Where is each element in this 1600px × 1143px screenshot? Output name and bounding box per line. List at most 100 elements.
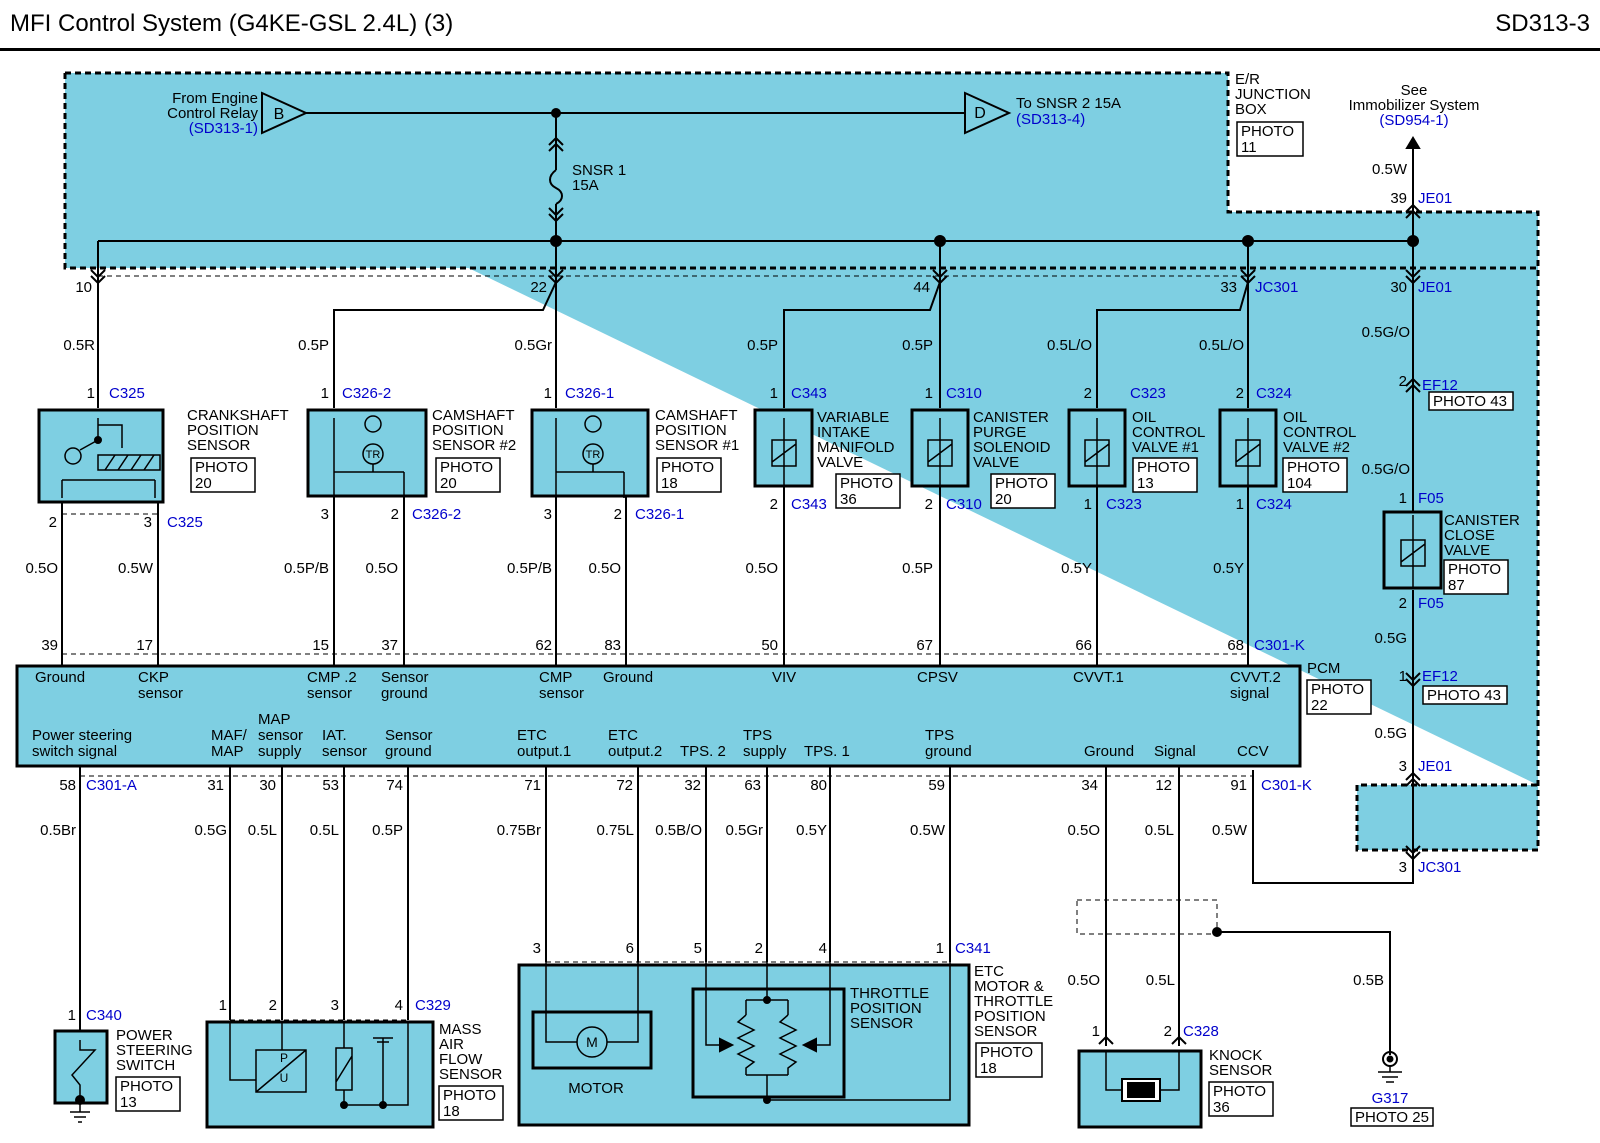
diagram-label: Power steering — [32, 727, 132, 744]
photo-reference: PHOTO 43 — [1422, 685, 1508, 705]
photo-label: PHOTO — [1448, 561, 1501, 578]
diagram-label: (SD313-1) — [189, 120, 258, 137]
diagram-label: 0.5Gr — [725, 822, 763, 839]
diagram-label: VALVE — [973, 454, 1019, 471]
diagram-label: 6 — [626, 940, 634, 957]
diagram-label: C310 — [946, 385, 982, 402]
diagram-label: 58 — [59, 777, 76, 794]
diagram-label: 2 — [1164, 1023, 1172, 1040]
diagram-label: MAP — [258, 711, 291, 728]
photo-number: 13 — [1137, 475, 1154, 492]
diagram-label: 0.5O — [1067, 822, 1100, 839]
diagram-label: signal — [1230, 685, 1269, 702]
diagram-label: C310 — [946, 496, 982, 513]
diagram-label: output.2 — [608, 743, 662, 760]
diagram-label: P — [280, 1051, 288, 1065]
diagram-label: supply — [258, 743, 302, 760]
photo-label: PHOTO — [443, 1087, 496, 1104]
diagram-label: Ground — [603, 669, 653, 686]
diagram-label: 31 — [207, 777, 224, 794]
diagram-label: VALVE #1 — [1132, 439, 1199, 456]
diagram-label: CAMSHAFT — [655, 407, 738, 424]
diagram-label: 15 — [312, 637, 329, 654]
diagram-label: 0.5O — [745, 560, 778, 577]
photo-label: PHOTO — [1287, 459, 1340, 476]
diagram-label: 2 — [925, 496, 933, 513]
diagram-label: EF12 — [1422, 377, 1458, 394]
diagram-label: BOX — [1235, 101, 1267, 118]
diagram-label: 59 — [928, 777, 945, 794]
diagram-label: 2 — [269, 997, 277, 1014]
diagram-label: 91 — [1230, 777, 1247, 794]
camshaft-sensor-2-box — [306, 408, 428, 498]
diagram-label: C328 — [1183, 1023, 1219, 1040]
diagram-label: 72 — [616, 777, 633, 794]
diagram-label: MANIFOLD — [817, 439, 895, 456]
diagram-label: 1 — [1092, 1023, 1100, 1040]
diagram-label: PURGE — [973, 424, 1026, 441]
diagram-label: SENSOR #2 — [432, 437, 516, 454]
diagram-label: 1 — [68, 1007, 76, 1024]
diagram-label: ETC — [608, 727, 638, 744]
diagram-label: 0.5Gr — [514, 337, 552, 354]
diagram-label: POSITION — [850, 1000, 922, 1017]
diagram-label: C326-2 — [412, 506, 461, 523]
diagram-label: MAF/ — [211, 727, 248, 744]
diagram-label: CRANKSHAFT — [187, 407, 289, 424]
diagram-label: 1 — [925, 385, 933, 402]
tps-resistor-2-icon — [778, 1014, 798, 1075]
diagram-label: 2 — [1084, 385, 1092, 402]
diagram-label: B — [274, 106, 285, 123]
photo-number: 20 — [440, 475, 457, 492]
diagram-label: TR — [586, 449, 601, 461]
photo-label: PHOTO — [1311, 681, 1364, 698]
diagram-label: Control Relay — [167, 105, 258, 122]
diagram-label: 0.5Y — [1213, 560, 1244, 577]
diagram-label: 0.5G — [1374, 725, 1407, 742]
diagram-label: 0.75Br — [497, 822, 541, 839]
photo-number: 87 — [1448, 577, 1465, 594]
photo-label: PHOTO — [980, 1044, 1033, 1061]
diagram-label: 0.5W — [1372, 161, 1408, 178]
diagram-label: switch signal — [32, 743, 117, 760]
diagram-label: 0.5R — [63, 337, 95, 354]
diagram-label: 0.5L/O — [1047, 337, 1092, 354]
diagram-label: 33 — [1220, 279, 1237, 296]
diagram-label: TPS — [925, 727, 954, 744]
diagram-label: CMP .2 — [307, 669, 357, 686]
diagram-label: THROTTLE — [974, 993, 1053, 1010]
photo-reference: PHOTO 25 — [1350, 1107, 1434, 1127]
diagram-label: JC301 — [1418, 859, 1461, 876]
diagram-label: sensor — [307, 685, 352, 702]
photo-number: 13 — [120, 1094, 137, 1111]
diagram-label: 0.5G — [194, 822, 227, 839]
diagram-label: 39 — [41, 637, 58, 654]
diagram-label: 15A — [572, 177, 599, 194]
diagram-label: PCM — [1307, 660, 1340, 677]
photo-label: PHOTO — [1213, 1083, 1266, 1100]
diagram-label: 5 — [694, 940, 702, 957]
diagram-label: KNOCK — [1209, 1047, 1262, 1064]
diagram-label: F05 — [1418, 490, 1444, 507]
diagram-label: 71 — [524, 777, 541, 794]
diagram-label: MASS — [439, 1021, 482, 1038]
diagram-label: 2 — [1399, 595, 1407, 612]
diagram-label: 0.5W — [118, 560, 154, 577]
diagram-label: 0.5P — [902, 560, 933, 577]
diagram-label: TPS. 2 — [680, 743, 726, 760]
diagram-label: 0.5Y — [796, 822, 827, 839]
photo-number: 36 — [840, 491, 857, 508]
diagram-label: TR — [366, 449, 381, 461]
diagram-label: C343 — [791, 385, 827, 402]
diagram-label: 2 — [1399, 373, 1407, 390]
diagram-label: CLOSE — [1444, 527, 1495, 544]
